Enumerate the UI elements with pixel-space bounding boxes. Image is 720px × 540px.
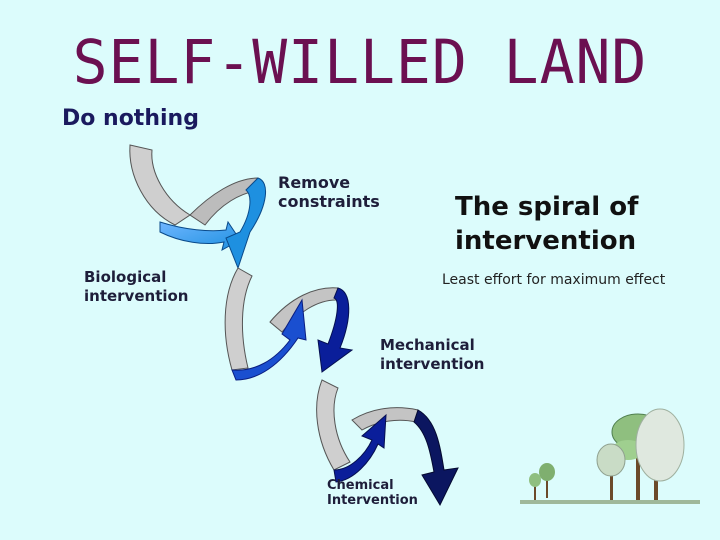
tagline: Least effort for maximum effect <box>442 272 666 288</box>
stage-mechanical-label: Mechanical intervention <box>380 336 485 373</box>
arrow-chemical <box>333 413 387 483</box>
ribbon-loop-2-grey <box>224 267 253 371</box>
tree-cluster-icon <box>520 408 700 504</box>
arrow-mechanical-head <box>317 287 354 373</box>
spiral-heading: The spiral of intervention <box>455 192 639 256</box>
arrow-remove-head <box>225 177 267 270</box>
stage-chemical-label: Chemical Intervention <box>327 478 418 508</box>
arrow-final <box>413 409 459 507</box>
page-title: SELF-WILLED LAND <box>72 26 648 98</box>
arrow-biological <box>231 298 307 381</box>
stage-biological-label: Biological intervention <box>84 268 189 305</box>
do-nothing-label: Do nothing <box>62 106 199 131</box>
stage-remove-constraints-label: Remove constraints <box>278 173 380 211</box>
ribbon-loop-3-grey <box>316 379 351 471</box>
arrow-remove-constraints <box>159 220 241 251</box>
ribbon-loop-1-grey <box>129 144 191 226</box>
